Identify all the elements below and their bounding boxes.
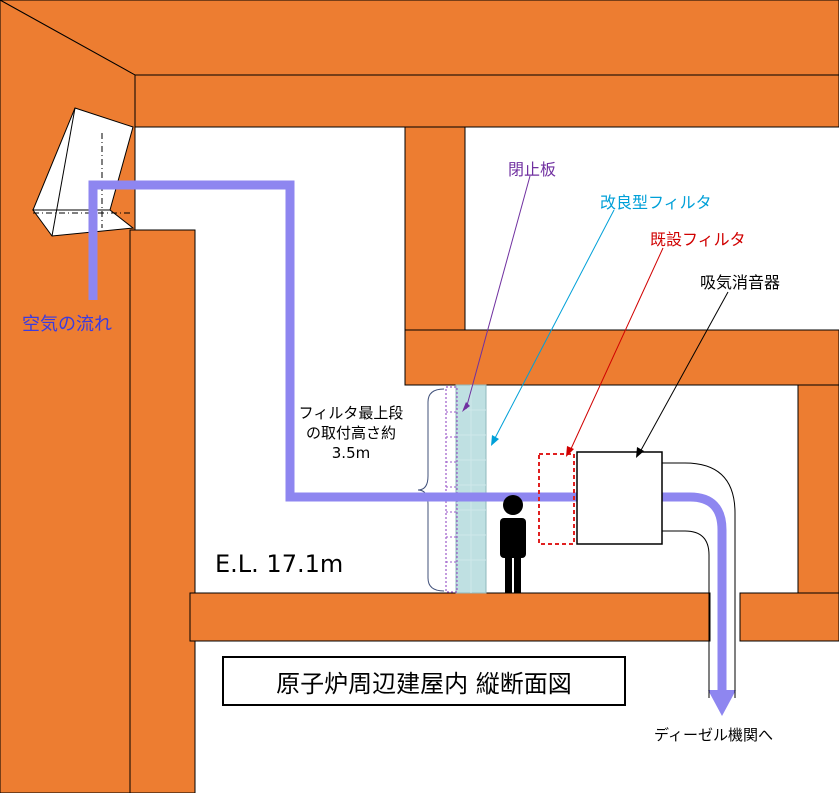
existing-filter-label: 既設フィルタ — [650, 230, 746, 249]
airflow-label: 空気の流れ — [22, 314, 112, 335]
intake-silencer-label: 吸気消音器 — [700, 273, 781, 292]
roof-slab-top — [0, 0, 839, 76]
airflow-path — [88, 180, 736, 716]
height-brace — [417, 388, 445, 592]
improved-filter-assembly — [445, 384, 487, 594]
right-column — [797, 384, 839, 594]
diagram-caption: 原子炉周辺建屋内 縦断面図 — [222, 656, 626, 706]
leader-lines — [462, 175, 729, 458]
louver-box-front — [32, 209, 135, 237]
closing-plate-grid — [446, 411, 457, 563]
closing-plate-label: 閉止板 — [508, 160, 557, 179]
closing-plate — [445, 386, 458, 593]
intake-silencer — [576, 451, 663, 545]
improved-filter-leader — [493, 209, 615, 441]
mid-slab — [404, 329, 839, 386]
closing-plate-leader — [465, 175, 531, 410]
filter-height-label: フィルタ最上段の取付高さ約3.5m — [298, 404, 404, 462]
silencer-arrow — [636, 447, 644, 458]
person-icon — [500, 495, 526, 593]
improved-filter-label: 改良型フィルタ — [600, 193, 712, 212]
airflow-bend — [689, 492, 727, 690]
left-outer-wall — [0, 0, 136, 793]
airflow-arrowhead — [708, 690, 736, 716]
air-intake-louver — [32, 107, 135, 237]
floor-slab-left — [189, 592, 711, 642]
roof-slab — [134, 74, 839, 128]
to-diesel-label: ディーゼル機関へ — [654, 726, 773, 744]
louver-edge — [51, 107, 76, 237]
improved-filter-grid — [456, 385, 486, 593]
improved-filter-arrow — [491, 435, 499, 446]
floor-slab-right — [739, 592, 839, 642]
elevation-label: E.L. 17.1m — [215, 550, 344, 578]
existing-filter-leader — [569, 247, 664, 452]
existing-filter — [538, 453, 575, 545]
airflow-line — [88, 180, 690, 502]
closing-plate-arrow — [462, 402, 470, 412]
diesel-duct — [662, 462, 736, 698]
upper-room-left-wall — [404, 126, 466, 333]
inner-column-left — [129, 229, 196, 793]
silencer-leader — [639, 291, 729, 453]
existing-filter-arrow — [566, 446, 574, 457]
